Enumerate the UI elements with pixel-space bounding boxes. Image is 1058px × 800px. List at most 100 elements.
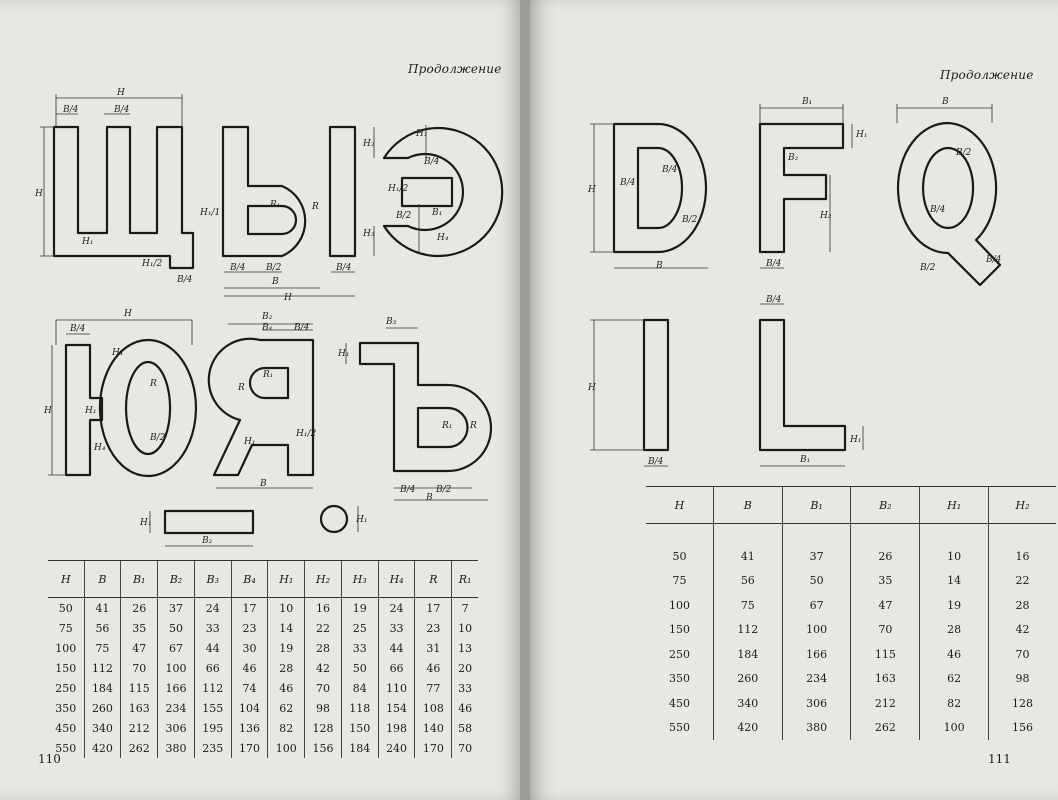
table-cell: 56 bbox=[83, 618, 121, 638]
dim-label-h1-2: H₁/2 bbox=[295, 429, 316, 439]
dim-label-r1: R₁ bbox=[269, 200, 280, 210]
table-cell: 195 bbox=[193, 718, 232, 738]
table-header-cell: B₂ bbox=[850, 486, 920, 524]
dim-label-b4: B/4 bbox=[113, 105, 130, 115]
dim-label-h: H bbox=[587, 383, 596, 393]
table-cell: 150 bbox=[340, 718, 379, 738]
dim-label-b2: B/2 bbox=[395, 211, 412, 221]
table-cell: 156 bbox=[304, 738, 342, 758]
page-header: Продолжение bbox=[940, 68, 1034, 82]
table-cell: 10 bbox=[451, 618, 478, 638]
dim-label-b4: B/4 bbox=[929, 205, 946, 215]
table-cell: 10 bbox=[267, 597, 305, 618]
table-cell: 100 bbox=[781, 617, 851, 642]
letter-d-outline bbox=[612, 122, 708, 254]
page-number: 111 bbox=[988, 752, 1011, 766]
table-cell: 22 bbox=[304, 618, 342, 638]
table-cell: 7 bbox=[451, 597, 478, 618]
table-cell: 23 bbox=[414, 618, 452, 638]
table-header-cell: H₁ bbox=[919, 486, 989, 524]
table-cell: 163 bbox=[850, 666, 920, 691]
table-cell: 84 bbox=[340, 678, 379, 698]
table-header-cell: B₁ bbox=[781, 486, 851, 524]
dim-label-r1: R₁ bbox=[441, 421, 452, 431]
table-cell: 98 bbox=[304, 698, 342, 718]
dim-label-b4: B/4 bbox=[69, 324, 86, 334]
table-cell: 35 bbox=[850, 568, 920, 593]
table-cell: 184 bbox=[83, 678, 121, 698]
table-cell: 16 bbox=[304, 597, 342, 618]
table-cell: 50 bbox=[781, 568, 851, 593]
table-cell: 163 bbox=[120, 698, 158, 718]
table-header-cell: H₂ bbox=[988, 486, 1056, 524]
dim-label-h: H bbox=[43, 406, 52, 416]
dim-label-b4: B/4 bbox=[765, 295, 782, 305]
table-header-cell: H₁ bbox=[267, 560, 305, 598]
table-header-cell: R₁ bbox=[451, 560, 478, 598]
dim-label-r1: R₁ bbox=[262, 370, 273, 380]
dim-label-b: B bbox=[425, 493, 433, 503]
table-cell: 82 bbox=[267, 718, 305, 738]
dim-label-h2: H₂ bbox=[819, 211, 832, 221]
letter-yeru-bar-outline bbox=[328, 125, 357, 258]
table-cell: 62 bbox=[919, 666, 989, 691]
table-cell: 31 bbox=[414, 638, 452, 658]
book-gutter bbox=[520, 0, 532, 800]
dim-label-r: R bbox=[149, 379, 157, 389]
table-cell: 112 bbox=[83, 658, 121, 678]
table-cell: 46 bbox=[230, 658, 268, 678]
dim-label-b: B bbox=[271, 277, 279, 287]
table-cell: 140 bbox=[414, 718, 452, 738]
table-cell: 155 bbox=[193, 698, 232, 718]
table-cell: 70 bbox=[120, 658, 158, 678]
table-cell: 380 bbox=[781, 715, 851, 740]
dim-label-b2-sub: B₂ bbox=[261, 312, 273, 322]
right-page: Продолжение H B B/4 B/4 B/2 B₁ H₁ B₂ H₂ … bbox=[530, 0, 1058, 800]
letter-yeru-bowl-outline bbox=[221, 125, 307, 258]
dim-label-b4: B/4 bbox=[399, 485, 416, 495]
table-cell: 420 bbox=[712, 715, 783, 740]
table-cell: 150 bbox=[668, 623, 690, 637]
table-cell: 42 bbox=[304, 658, 342, 678]
dim-label-b4: B/4 bbox=[985, 255, 1002, 265]
table-cell: 19 bbox=[919, 593, 989, 618]
table-cell: 56 bbox=[712, 568, 783, 593]
table-cell: 156 bbox=[988, 715, 1056, 740]
table-header-cell: B₁ bbox=[120, 560, 158, 598]
table-cell: 306 bbox=[157, 718, 195, 738]
table-cell: 450 bbox=[668, 696, 690, 710]
table-cell: 98 bbox=[988, 666, 1056, 691]
dim-label-b1: B₁ bbox=[431, 208, 442, 218]
table-cell: 170 bbox=[230, 738, 268, 758]
dim-label-b4: B/4 bbox=[423, 157, 440, 167]
dim-label-b2: B/2 bbox=[681, 215, 698, 225]
table-cell: 118 bbox=[340, 698, 379, 718]
dim-label-b1: B₁ bbox=[801, 97, 812, 107]
table-cell: 28 bbox=[988, 593, 1056, 618]
table-cell: 350 bbox=[668, 672, 690, 686]
table-cell: 46 bbox=[267, 678, 305, 698]
table-cell: 250 bbox=[668, 647, 690, 661]
dim-label-h: H bbox=[283, 293, 292, 303]
table-cell: 75 bbox=[58, 621, 73, 635]
table-cell: 50 bbox=[672, 549, 687, 563]
letter-ya-outline bbox=[207, 337, 315, 477]
table-cell: 67 bbox=[157, 638, 195, 658]
dim-label-h1-1: H₁/1 bbox=[199, 208, 220, 218]
table-cell: 46 bbox=[919, 642, 989, 667]
dimension-lines-right bbox=[590, 104, 993, 467]
table-cell: 75 bbox=[672, 574, 687, 588]
left-page: Продолжение H B/4 B/4 H H₁/1 H₁ H₁/2 B/4… bbox=[0, 0, 522, 800]
dim-label-b4: B/4 bbox=[661, 165, 678, 175]
dim-label-b4: B/4 bbox=[765, 259, 782, 269]
table-cell: 112 bbox=[193, 678, 232, 698]
dim-label-h1: H₁ bbox=[337, 349, 349, 359]
dim-label-h1: H₁ bbox=[849, 435, 861, 445]
table-cell: 28 bbox=[267, 658, 305, 678]
